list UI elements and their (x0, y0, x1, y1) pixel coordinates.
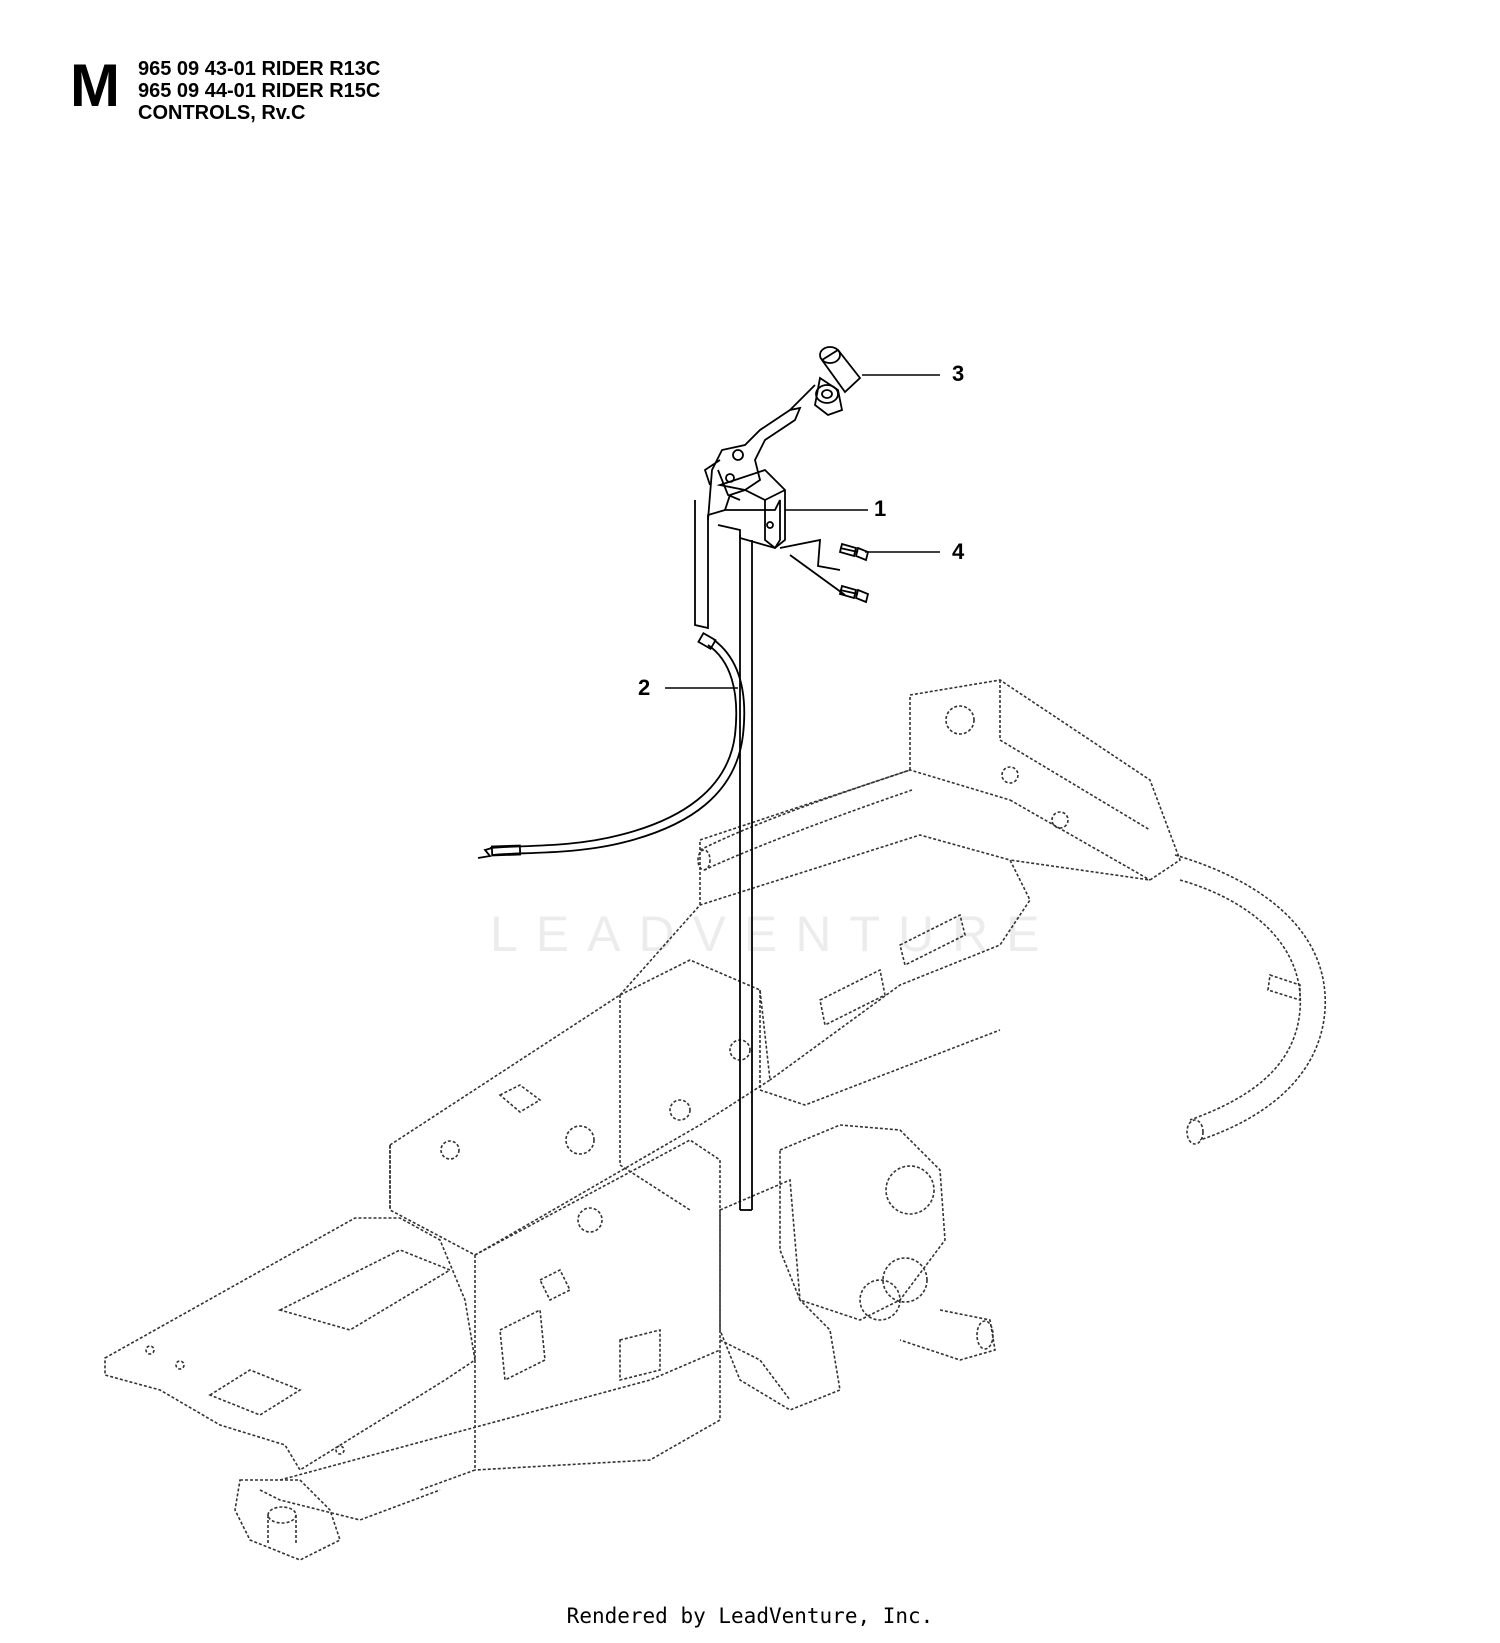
control-assembly (477, 346, 870, 1211)
throttle-cable (477, 631, 746, 859)
callout-4: 4 (952, 539, 965, 564)
section-letter: M (70, 52, 120, 119)
title-block: 965 09 43-01 RIDER R13C 965 09 44-01 RID… (138, 58, 538, 124)
callout-1: 1 (874, 496, 887, 521)
model-line-1: 965 09 43-01 RIDER R13C (138, 58, 381, 80)
callout-3: 3 (952, 361, 965, 386)
footer-credit: Rendered by LeadVenture, Inc. (566, 1604, 934, 1628)
control-knob (814, 346, 862, 417)
throttle-lever (707, 406, 802, 521)
watermark-logo: LEADVENTURE (490, 906, 1058, 962)
callout-2: 2 (638, 675, 651, 700)
callout-leaders (665, 374, 940, 689)
screw-upper (838, 542, 870, 562)
rider-frame (104, 679, 1326, 1561)
model-line-2: 965 09 44-01 RIDER R15C (138, 80, 381, 102)
section-title: CONTROLS, Rv.C (138, 102, 306, 124)
